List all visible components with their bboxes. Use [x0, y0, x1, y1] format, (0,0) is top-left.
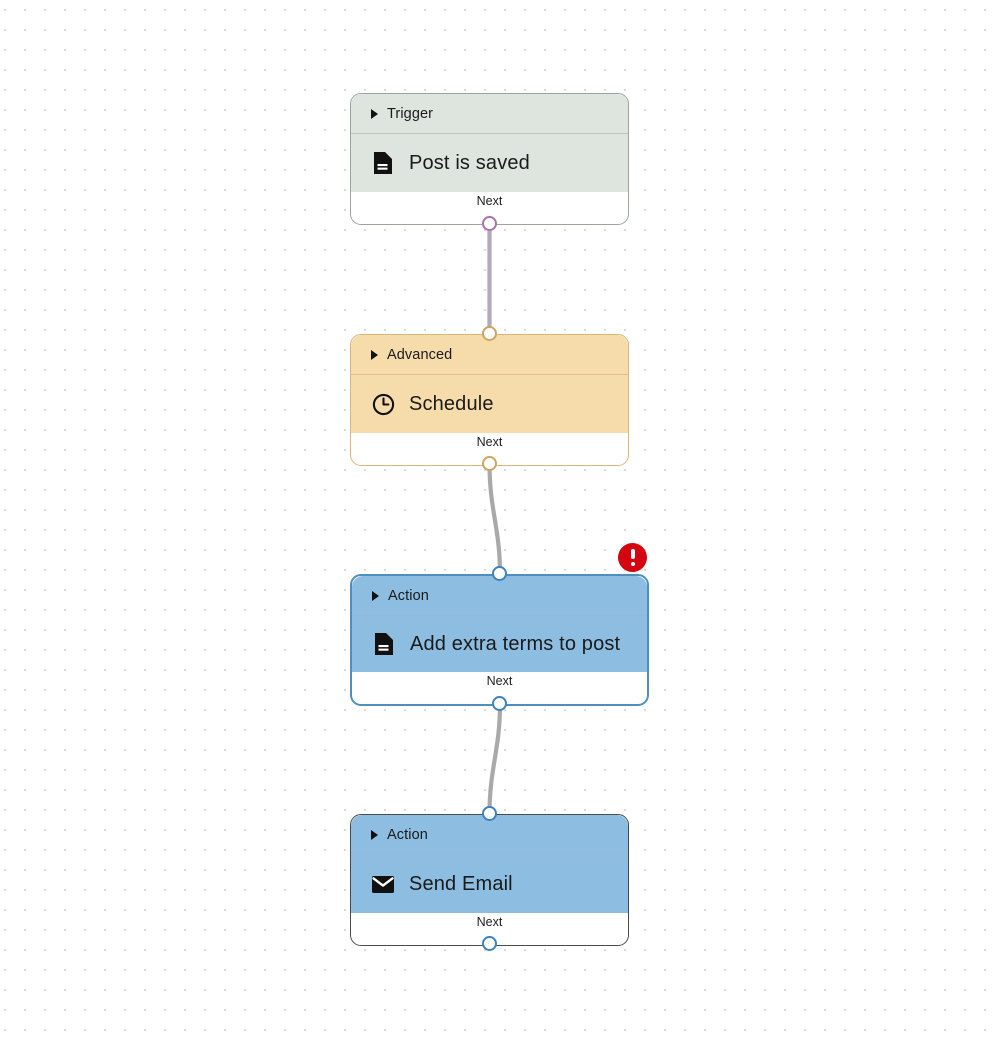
next-label: Next [476, 194, 503, 208]
trigger-output-handle[interactable] [482, 216, 497, 231]
node-header-trigger[interactable]: Trigger [351, 94, 628, 133]
advanced-input-handle[interactable] [482, 326, 497, 341]
node-action-label: Add extra terms to post [410, 632, 621, 655]
collapse-caret-icon[interactable] [371, 349, 378, 360]
node-category-label: Advanced [387, 346, 453, 363]
node-body-action[interactable]: Add extra terms to post [352, 616, 647, 672]
node-body-trigger[interactable]: Post is saved [351, 134, 628, 192]
next-label: Next [476, 915, 503, 929]
error-exclamation-icon[interactable] [618, 543, 647, 572]
node-action-label: Schedule [409, 392, 494, 415]
collapse-caret-icon[interactable] [371, 829, 378, 840]
node-category-label: Action [387, 826, 428, 843]
document-icon [372, 632, 396, 656]
node-divider [351, 374, 628, 375]
collapse-caret-icon[interactable] [371, 108, 378, 119]
node-action-add-extra-terms[interactable]: Action Add extra terms to post Next [350, 574, 649, 706]
node-category-label: Trigger [387, 105, 434, 122]
email-input-handle[interactable] [482, 806, 497, 821]
collapse-caret-icon[interactable] [372, 590, 379, 601]
node-header-action[interactable]: Action [352, 576, 647, 615]
advanced-output-handle[interactable] [482, 456, 497, 471]
next-label: Next [476, 435, 503, 449]
node-divider [351, 854, 628, 855]
clock-icon [371, 392, 395, 416]
node-body-advanced[interactable]: Schedule [351, 375, 628, 433]
node-header-action-email[interactable]: Action [351, 815, 628, 854]
node-divider [352, 615, 647, 616]
document-icon [371, 151, 395, 175]
action-input-handle[interactable] [492, 566, 507, 581]
node-header-advanced[interactable]: Advanced [351, 335, 628, 374]
node-trigger-post-is-saved[interactable]: Trigger Post is saved Next [350, 93, 629, 225]
email-output-handle[interactable] [482, 936, 497, 951]
envelope-icon [371, 872, 395, 896]
next-label: Next [486, 674, 513, 688]
node-footer-next[interactable]: Next [351, 913, 628, 945]
exclamation-glyph [630, 548, 635, 567]
node-divider [351, 133, 628, 134]
connector-advanced-to-action [487, 461, 503, 577]
node-advanced-schedule[interactable]: Advanced Schedule Next [350, 334, 629, 466]
node-action-label: Send Email [409, 872, 513, 895]
node-action-send-email[interactable]: Action Send Email Next [350, 814, 629, 946]
node-body-action-email[interactable]: Send Email [351, 855, 628, 913]
node-category-label: Action [388, 587, 429, 604]
connector-action-to-email [487, 701, 503, 817]
node-action-label: Post is saved [409, 151, 530, 174]
action-output-handle[interactable] [492, 696, 507, 711]
